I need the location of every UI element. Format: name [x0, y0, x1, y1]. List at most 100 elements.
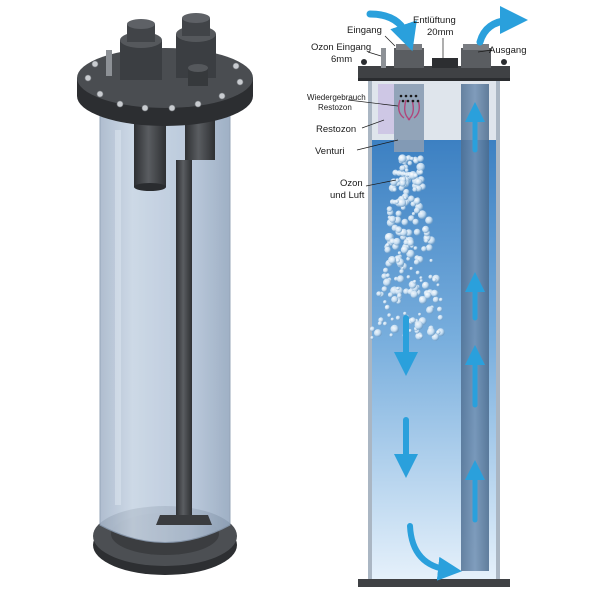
bubble — [392, 187, 397, 192]
ozone-nipple — [106, 50, 112, 76]
bubble — [424, 291, 432, 299]
bolt — [236, 78, 244, 86]
bolt — [91, 60, 99, 68]
plate-bolt — [501, 59, 507, 65]
bubble — [397, 251, 402, 255]
label-outlet: Ausgang — [489, 45, 527, 56]
bubble — [389, 215, 396, 223]
bubble — [418, 296, 427, 304]
bubble — [390, 324, 399, 333]
bubble — [437, 306, 443, 312]
bubble — [410, 156, 414, 161]
bubble — [400, 246, 409, 254]
label-venturi: Venturi — [315, 146, 345, 157]
bubble — [415, 178, 423, 186]
bubble — [386, 206, 393, 213]
bubble — [383, 321, 388, 326]
return-pipe-foot — [156, 515, 212, 525]
bubble — [413, 259, 420, 266]
bubble — [395, 315, 401, 321]
bolt — [232, 62, 240, 70]
bubble — [417, 155, 424, 162]
hole — [406, 99, 410, 103]
bubble — [419, 276, 423, 280]
hole — [399, 94, 403, 98]
bubble — [424, 239, 429, 243]
bubble — [432, 277, 437, 282]
bubble — [408, 195, 415, 203]
inlet-port-cap — [396, 44, 422, 50]
bubble — [436, 330, 441, 335]
bubble — [383, 278, 391, 287]
bubble — [415, 270, 420, 275]
bubble — [391, 296, 399, 303]
bubble — [401, 218, 409, 226]
hole — [416, 99, 420, 103]
bubble — [418, 312, 422, 316]
bubble — [403, 288, 410, 295]
bubble — [390, 317, 395, 321]
bubble — [387, 313, 392, 318]
bubble — [422, 225, 430, 233]
bubble — [408, 215, 415, 222]
bubble — [416, 162, 426, 172]
hole — [414, 94, 418, 98]
inlet-arrow — [366, 10, 417, 52]
bolt — [84, 74, 92, 82]
bubble — [399, 165, 406, 172]
inlet-fitting-cap — [127, 24, 155, 42]
turn-arrow — [407, 523, 462, 581]
bubble — [395, 226, 403, 233]
bubble — [397, 198, 407, 208]
top-flange-face — [77, 48, 253, 108]
bubble — [403, 311, 407, 316]
bubble — [437, 314, 444, 321]
downflow-arrows — [394, 315, 462, 581]
outlet-port — [461, 48, 491, 68]
bubble — [436, 283, 440, 287]
bubble — [408, 329, 412, 333]
bubble — [412, 218, 419, 226]
flange-bolts — [84, 60, 244, 112]
bubble — [399, 269, 405, 274]
ozone-holes — [399, 94, 420, 103]
bolt — [194, 100, 202, 108]
bubble — [381, 286, 388, 292]
bubble — [414, 321, 424, 330]
label-recycled-2: Restozon — [318, 103, 352, 112]
plate-bolt — [361, 59, 367, 65]
label-ozone-inlet-1: Ozon Eingang — [311, 42, 371, 53]
label-ozone-inlet-2: 6mm — [331, 54, 352, 65]
bubble — [383, 267, 389, 273]
bubble — [432, 296, 439, 303]
vent-fitting — [188, 68, 208, 86]
bubble — [389, 333, 394, 337]
bubble — [409, 317, 416, 324]
label-ozone-air-1: Ozon — [340, 178, 363, 189]
vent-port — [432, 58, 458, 68]
bubble — [405, 155, 412, 161]
outlet-port-cap — [463, 44, 489, 50]
outlet-fitting-cap — [182, 18, 210, 36]
bubble — [413, 246, 418, 251]
bubble — [369, 326, 375, 332]
bubble — [398, 154, 407, 163]
bubble — [396, 275, 405, 283]
ozone-air-bubbles — [369, 154, 445, 341]
bubble — [409, 266, 413, 271]
bubble — [419, 279, 423, 283]
bubble — [410, 290, 419, 299]
label-vent-1: Entlüftung — [413, 15, 456, 26]
outlet-arrow — [476, 6, 528, 46]
bubble — [393, 237, 401, 246]
bolt — [116, 100, 124, 108]
bubble — [388, 256, 397, 264]
hole — [411, 99, 415, 103]
bottom-plate — [358, 579, 510, 587]
label-recycled-1: Wiedergebrauch — [307, 93, 366, 102]
bubble — [384, 304, 390, 310]
bubble — [425, 244, 433, 252]
vent-fitting-top — [188, 64, 208, 72]
